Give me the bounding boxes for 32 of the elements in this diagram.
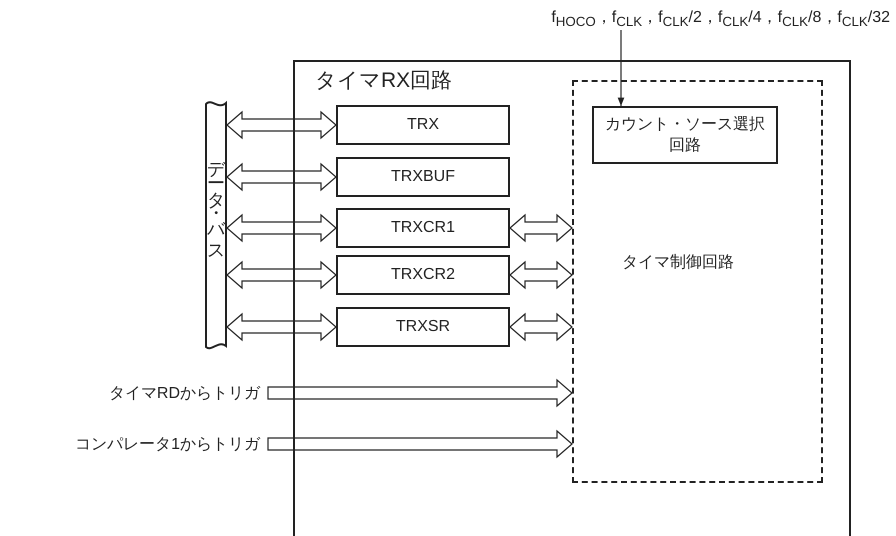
register-label: TRXCR1 (390, 219, 455, 237)
bus-label: データ・バス (205, 148, 227, 259)
double-arrow (509, 312, 573, 342)
circuit-frame (293, 60, 851, 536)
register-label: TRX (407, 116, 439, 134)
register-box (336, 255, 510, 295)
register-label: TRXSR (396, 318, 450, 336)
signal-label: タイマRDからトリガ (108, 384, 260, 404)
double-arrow (226, 260, 337, 290)
block-arrow (267, 430, 573, 458)
double-arrow (509, 214, 573, 242)
circuit-box (592, 106, 778, 164)
double-arrow (226, 162, 337, 192)
register-box (336, 208, 510, 248)
register-label: TRXBUF (391, 168, 455, 186)
region-label: タイマ制御回路 (622, 252, 734, 273)
bus-block (205, 98, 227, 352)
dashed-region (572, 80, 823, 483)
register-box (336, 307, 510, 347)
register-label: TRXCR2 (390, 266, 455, 284)
arrow (618, 30, 624, 106)
register-box (336, 105, 510, 145)
double-arrow (226, 312, 337, 342)
double-arrow (226, 214, 337, 242)
signal-label: コンパレータ1からトリガ (75, 434, 260, 454)
circuit-label: カウント・ソース選択回路 (604, 115, 766, 156)
signal-label: f$_{HOCO}$，f$_{CLK}$，f$_{CLK}$/2，f$_{CLK}$/4，f$_{CLK}$/8，f$_{CLK}$/32 (551, 8, 890, 30)
register-box (336, 157, 510, 197)
block-arrow (267, 378, 573, 408)
double-arrow (509, 260, 573, 290)
double-arrow (226, 110, 337, 140)
frame-title: タイマRX回路 (315, 68, 452, 94)
